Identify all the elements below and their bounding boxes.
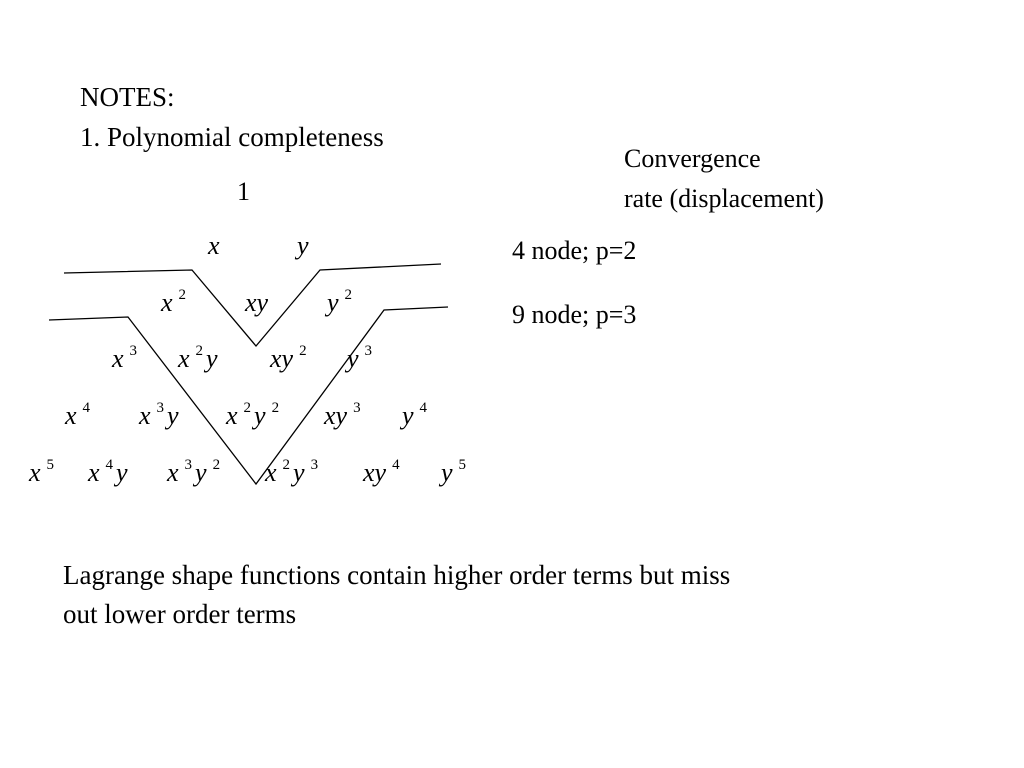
boundary-line-4-node bbox=[63, 263, 442, 348]
convergence-row-4-node: 4 node; p=2 bbox=[512, 236, 637, 265]
term-1: 1 bbox=[237, 177, 250, 206]
footer-line2: out lower order terms bbox=[63, 599, 297, 629]
term-xy: xy bbox=[245, 288, 269, 317]
notes-heading: NOTES: bbox=[80, 82, 175, 112]
boundary-line-9-node bbox=[48, 306, 449, 486]
term-x: x bbox=[208, 231, 220, 260]
convergence-header-line1: Convergence bbox=[624, 144, 761, 173]
footer-line1: Lagrange shape functions contain higher … bbox=[63, 560, 731, 590]
convergence-header-line2: rate (displacement) bbox=[624, 184, 824, 213]
notes-item-polynomial-completeness: 1. Polynomial completeness bbox=[80, 122, 384, 152]
term-y: y bbox=[297, 231, 309, 260]
convergence-row-9-node: 9 node; p=3 bbox=[512, 300, 637, 329]
